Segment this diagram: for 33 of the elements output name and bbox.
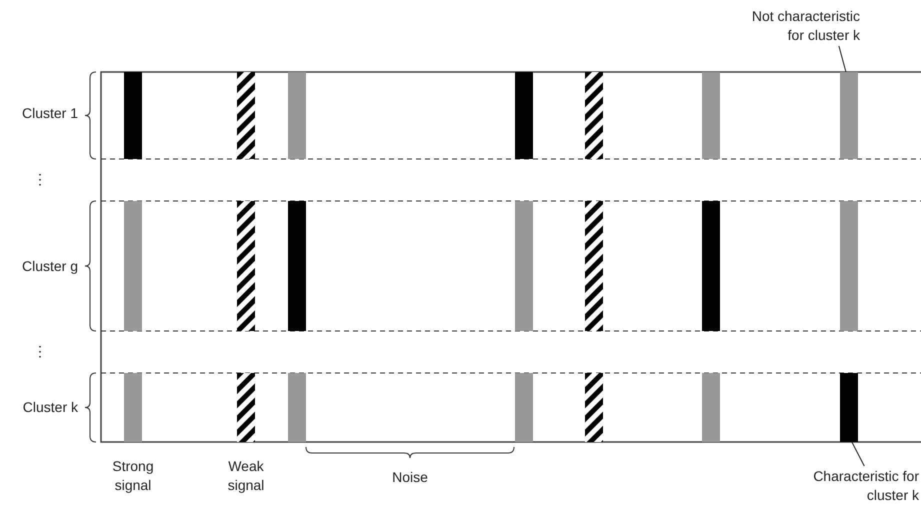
hatched-bar bbox=[585, 72, 603, 159]
signal-bar bbox=[288, 201, 306, 331]
signal-bar bbox=[515, 72, 533, 159]
hatched-bar bbox=[585, 373, 603, 442]
signal-label: Strong signal bbox=[111, 457, 155, 495]
hatched-bar bbox=[237, 72, 255, 159]
signal-label: Weak signal bbox=[226, 457, 266, 495]
leader-line bbox=[851, 442, 865, 466]
ellipsis-mark: ⋮ bbox=[32, 342, 48, 361]
callout-text: Not characteristic for cluster k bbox=[750, 7, 860, 45]
cluster-label: Cluster 1 bbox=[20, 104, 78, 123]
signal-bar bbox=[288, 373, 306, 442]
hatched-bar bbox=[237, 201, 255, 331]
noise-label: Noise bbox=[391, 468, 429, 487]
ellipsis-mark: ⋮ bbox=[32, 170, 48, 189]
signal-bar bbox=[515, 373, 533, 442]
signal-bar bbox=[124, 72, 142, 159]
callout-text: Characteristic for cluster k bbox=[812, 467, 919, 505]
hatched-bar bbox=[585, 201, 603, 331]
signal-bar bbox=[288, 72, 306, 159]
cluster-label: Cluster k bbox=[22, 398, 78, 417]
signal-bar bbox=[124, 201, 142, 331]
signal-bar bbox=[702, 201, 720, 331]
hatched-bar bbox=[237, 373, 255, 442]
signal-bar bbox=[702, 373, 720, 442]
signal-bar bbox=[840, 72, 858, 159]
cluster-label: Cluster g bbox=[20, 257, 78, 276]
leader-line bbox=[838, 46, 846, 72]
signal-bar bbox=[702, 72, 720, 159]
signal-bar bbox=[840, 201, 858, 331]
signal-bar bbox=[840, 373, 858, 442]
signal-bar bbox=[515, 201, 533, 331]
signal-bar bbox=[124, 373, 142, 442]
